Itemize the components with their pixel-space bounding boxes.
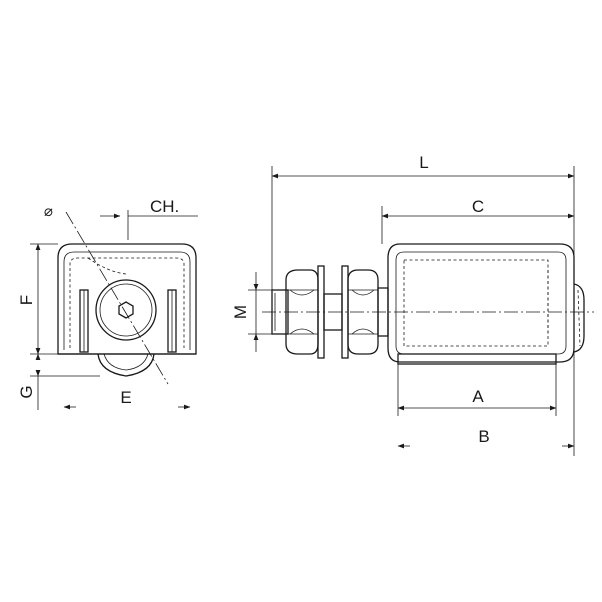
dim-label-E: E [120,388,131,407]
dim-label-C: C [472,197,484,216]
hex-nut-2 [347,269,379,355]
bottom-rail [397,353,557,365]
dim-label-diameter: ⌀ [43,202,52,220]
end-view-dimensions: F G E CH. ⌀ [17,197,198,410]
end-view [57,211,197,385]
housing-outline [57,243,197,355]
dim-label-F: F [17,295,36,305]
roller-body [387,243,575,363]
dim-label-L: L [419,153,428,172]
hex-socket [118,301,134,319]
dim-label-A: A [472,387,484,406]
side-view-dimensions: L C M A B [231,153,575,456]
dim-label-G: G [17,385,36,398]
dim-label-B: B [478,427,489,446]
dim-label-M: M [231,305,250,319]
wheel [95,279,157,341]
dim-label-CH: CH. [150,197,179,216]
side-view [262,243,594,365]
end-cap [573,283,585,353]
